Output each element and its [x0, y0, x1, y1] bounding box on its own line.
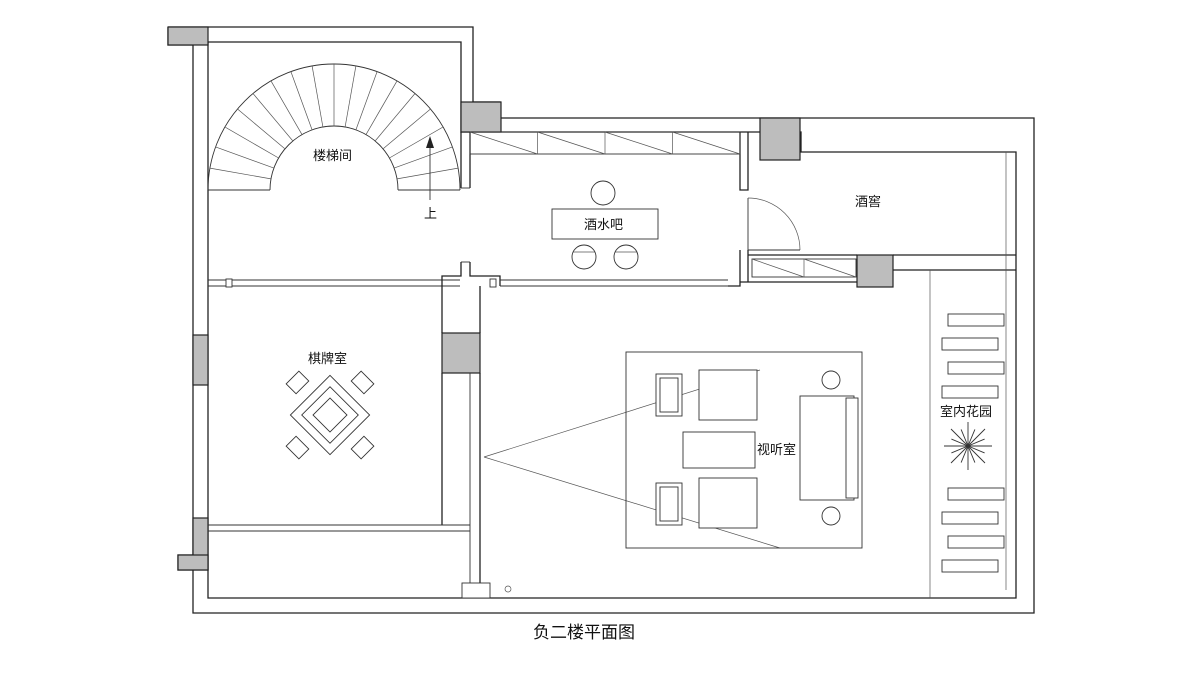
plant-frond — [950, 428, 969, 447]
planter-box — [947, 535, 1005, 549]
planter-box — [947, 313, 1005, 327]
cellar-door — [747, 197, 801, 251]
av-rug — [625, 351, 863, 549]
label-card-room: 棋牌室 — [308, 351, 347, 367]
plant-frond — [960, 429, 969, 447]
label-av-room: 视听室 — [757, 442, 796, 458]
spiral-staircase — [207, 63, 461, 191]
garden-planters — [941, 313, 1005, 573]
plan-title: 负二楼平面图 — [533, 623, 635, 643]
label-stair-up: 上 — [424, 207, 437, 222]
planter-box — [941, 385, 999, 399]
shelf-brace — [803, 258, 857, 278]
plant-frond — [967, 438, 985, 447]
stair-up-arrow — [426, 136, 434, 200]
stair-tread — [396, 167, 459, 180]
planter-box — [947, 487, 1005, 501]
stair-tread — [365, 80, 398, 135]
garden-plant — [944, 422, 992, 470]
shelf-brace — [604, 131, 673, 155]
shelf-brace — [672, 131, 741, 155]
label-wine-bar: 酒水吧 — [584, 218, 623, 233]
planter-box — [947, 361, 1005, 375]
stair-tread — [389, 126, 444, 159]
floor-fixture — [461, 582, 512, 599]
plant-frond — [967, 445, 976, 463]
stair-tread — [270, 80, 303, 135]
stair-tread — [290, 71, 313, 131]
shelf-brace — [469, 131, 538, 155]
plant-frond — [951, 445, 969, 454]
planter-box — [941, 511, 999, 525]
label-stairwell: 楼梯间 — [313, 149, 352, 164]
stair-tread — [209, 167, 272, 180]
stair-tread — [237, 108, 286, 150]
label-indoor-garden: 室内花园 — [940, 404, 992, 420]
structural-columns — [167, 26, 894, 571]
shelf-brace — [537, 131, 606, 155]
plant-frond — [951, 438, 969, 447]
wine-bar-shelving — [469, 131, 741, 155]
planter-box — [941, 559, 999, 573]
plant-frond — [967, 445, 985, 454]
mahjong-table-set — [285, 370, 375, 460]
stair-tread — [311, 65, 324, 128]
stair-tread — [393, 146, 453, 169]
stair-tread — [215, 146, 275, 169]
av-seating — [655, 369, 859, 529]
stair-tread — [252, 93, 294, 142]
plant-frond — [967, 428, 986, 447]
plant-frond — [960, 445, 969, 463]
shelf-brace — [751, 258, 805, 278]
stair-tread — [344, 65, 357, 128]
plant-frond — [967, 429, 976, 447]
planter-box — [941, 337, 999, 351]
cellar-shelving — [751, 258, 857, 278]
interior-walls — [208, 132, 1016, 598]
bar-counter — [551, 180, 659, 270]
stair-tread — [374, 93, 416, 142]
stair-tread — [382, 108, 431, 150]
label-wine-cellar: 酒窖 — [855, 194, 881, 210]
stair-tread — [224, 126, 279, 159]
plant-frond — [967, 445, 986, 464]
stair-tread — [355, 71, 378, 131]
plant-frond — [950, 445, 969, 464]
